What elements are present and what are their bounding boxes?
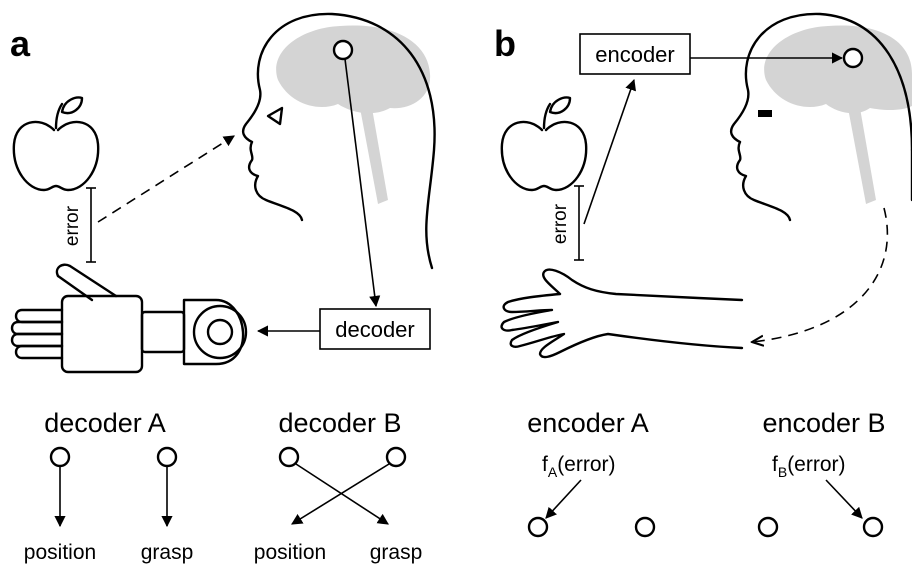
error-bracket — [86, 188, 96, 262]
decoder-a-node-left — [51, 448, 69, 466]
brain-icon — [276, 25, 430, 113]
apple-icon — [502, 98, 586, 190]
decoder-b-output-grasp: grasp — [370, 541, 423, 564]
panel-a-label: a — [10, 23, 31, 64]
error-to-encoder-arrow — [584, 80, 634, 224]
decoder-box-label: decoder — [335, 317, 415, 342]
human-arm-icon — [502, 270, 742, 357]
error-label: error — [62, 205, 83, 246]
encoder-b-node-right — [864, 518, 882, 536]
decoder-a-node-right — [158, 448, 176, 466]
panel-b-label: b — [494, 23, 516, 64]
decoder-a-output-grasp: grasp — [141, 541, 194, 564]
panel-b: b encoder error — [494, 14, 912, 536]
robotic-hand-icon — [12, 265, 246, 372]
decoder-b-node-left — [280, 448, 298, 466]
encoder-b-node-left — [759, 518, 777, 536]
brain-icon — [764, 25, 912, 113]
decoder-b-node-right — [387, 448, 405, 466]
brain-node — [334, 41, 352, 59]
encoder-a-arrow — [546, 480, 581, 518]
error-label: error — [550, 203, 571, 244]
decoder-b-output-position: position — [254, 541, 326, 564]
encoder-a-title: encoder A — [527, 408, 649, 438]
decoder-a-title: decoder A — [44, 408, 166, 438]
encoder-b-title: encoder B — [762, 408, 885, 438]
decoder-b-title: decoder B — [278, 408, 401, 438]
error-to-eye-dashed-arrow — [98, 136, 234, 222]
decoder-a-output-position: position — [24, 541, 96, 564]
error-bracket — [574, 186, 584, 260]
encoder-a-node-left — [529, 518, 547, 536]
encoder-b-function: fB(error) — [772, 453, 846, 480]
brain-node — [844, 49, 862, 67]
encoder-b-arrow — [826, 480, 862, 518]
encoder-box-label: encoder — [595, 42, 675, 67]
encoder-a-node-right — [636, 518, 654, 536]
encoder-a-function: fA(error) — [542, 453, 616, 480]
panel-a: a decoder error — [10, 14, 435, 564]
electrode-icon — [758, 110, 772, 117]
eye-icon — [268, 108, 282, 124]
apple-icon — [14, 98, 98, 190]
arm-to-brain-dashed-arrow — [752, 208, 887, 342]
